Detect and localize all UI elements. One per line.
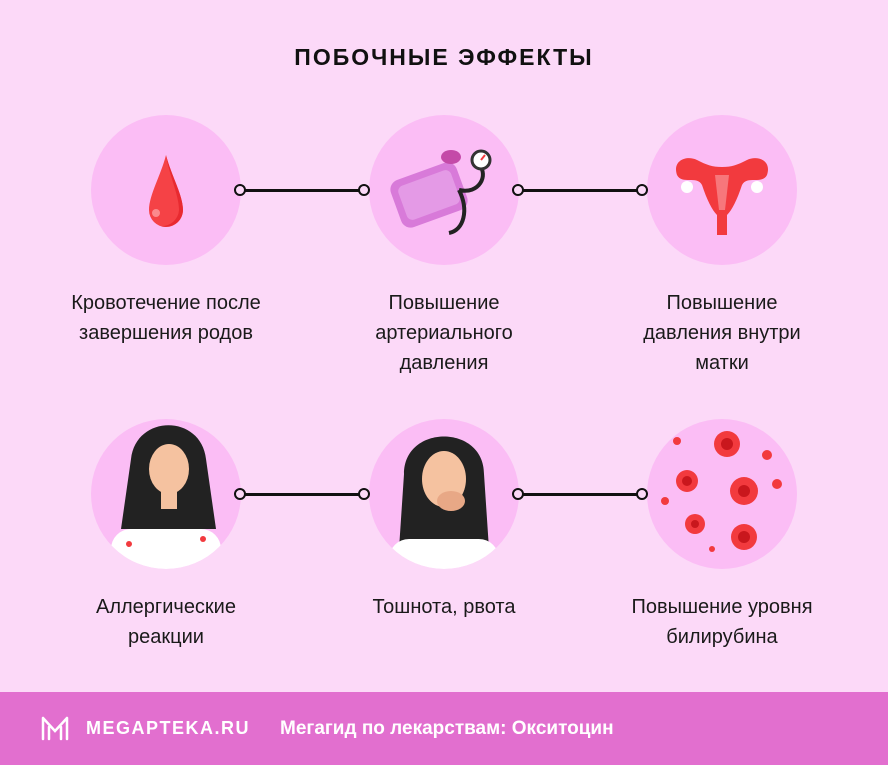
effect-label: Тошнота, рвота: [372, 596, 516, 618]
effect-label: Повышение давления внутри матки: [643, 292, 801, 374]
page-title: ПОБОЧНЫЕ ЭФФЕКТЫ: [294, 44, 594, 70]
blood-cells-icon: [647, 419, 797, 569]
effect-label: Повышение артериального давления: [375, 292, 513, 374]
brand-link[interactable]: MEGAPTEKA.RU: [86, 718, 251, 738]
connector: [234, 488, 370, 500]
megapteka-logo-icon: [41, 716, 69, 740]
effect-label: Повышение уровня билирубина: [631, 596, 813, 648]
blood-drop-icon: [91, 115, 241, 265]
blood-pressure-monitor-icon: [369, 115, 519, 265]
effect-label: Кровотечение после завершения родов: [71, 292, 261, 344]
effect-label: Аллергические реакции: [96, 596, 236, 648]
nausea-woman-icon: [369, 419, 519, 569]
allergy-woman-icon: [91, 419, 241, 569]
connector: [512, 184, 648, 196]
connector: [512, 488, 648, 500]
footer-tagline: Мегагид по лекарствам: Окситоцин: [280, 717, 614, 739]
uterus-icon: [647, 115, 797, 265]
footer: MEGAPTEKA.RU Мегагид по лекарствам: Окси…: [0, 692, 888, 765]
connector: [234, 184, 370, 196]
